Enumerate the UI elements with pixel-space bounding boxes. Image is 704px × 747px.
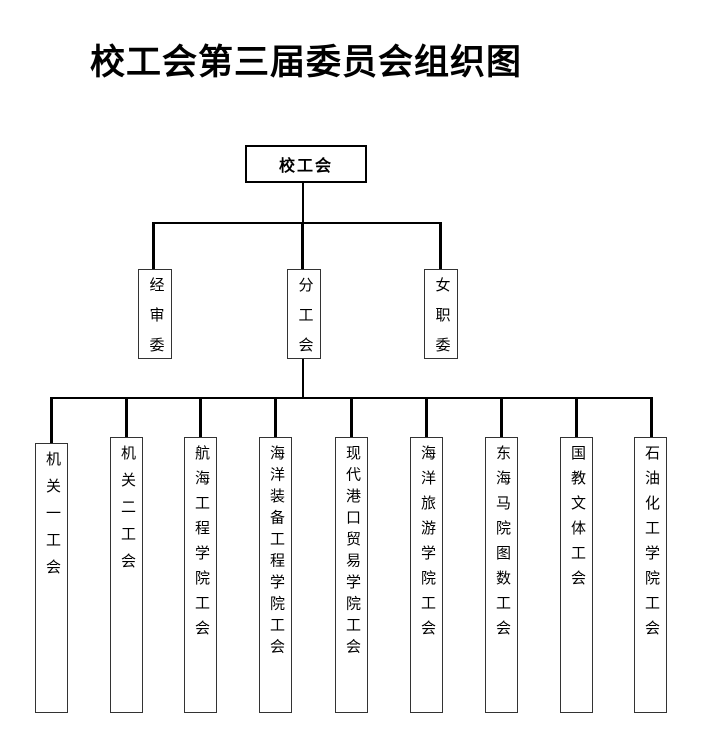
union-box-intl-edu-culture-sports-label: 国教文体工会 — [569, 445, 585, 595]
connector-drop-union-8 — [575, 397, 578, 437]
union-box-marine-tourism-college-label: 海洋旅游学院工会 — [419, 445, 435, 645]
connector-drop-audit — [152, 222, 155, 269]
union-box-intl-edu-culture-sports: 国教文体工会 — [560, 437, 593, 713]
union-box-petrochemical-college: 石油化工学院工会 — [634, 437, 667, 713]
union-box-petrochemical-college-label: 石油化工学院工会 — [643, 445, 659, 645]
union-box-modern-port-trade-college-label: 现代港口贸易学院工会 — [344, 445, 360, 660]
union-box-marine-equipment-engineering-college-label: 海洋装备工程学院工会 — [268, 445, 284, 660]
root-box-school-union: 校工会 — [245, 145, 367, 183]
root-box-label: 校工会 — [278, 158, 333, 175]
connector-drop-union-4 — [274, 397, 277, 437]
union-box-office-2-label: 机关二工会 — [119, 445, 135, 580]
connector-drop-women — [439, 222, 442, 269]
committee-box-women-staff-label: 女职委 — [433, 277, 450, 367]
union-box-donghai-marx-library-data-label: 东海马院图数工会 — [494, 445, 510, 645]
connector-drop-union-9 — [650, 397, 653, 437]
union-box-marine-equipment-engineering-college: 海洋装备工程学院工会 — [259, 437, 292, 713]
union-box-modern-port-trade-college: 现代港口贸易学院工会 — [335, 437, 368, 713]
connector-root-stub — [302, 183, 304, 223]
connector-drop-union-7 — [500, 397, 503, 437]
connector-drop-union-5 — [350, 397, 353, 437]
union-box-marine-tourism-college: 海洋旅游学院工会 — [410, 437, 443, 713]
connector-drop-branch — [301, 222, 304, 269]
union-box-donghai-marx-library-data: 东海马院图数工会 — [485, 437, 518, 713]
connector-drop-union-3 — [199, 397, 202, 437]
committee-box-audit-label: 经审委 — [147, 277, 164, 367]
union-box-office-1: 机关一工会 — [35, 443, 68, 713]
union-box-navigation-engineering-college: 航海工程学院工会 — [184, 437, 217, 713]
committee-box-branch-unions: 分工会 — [287, 269, 321, 367]
committee-box-women-staff: 女职委 — [424, 269, 458, 367]
committee-box-branch-unions-label: 分工会 — [296, 277, 313, 367]
committee-box-audit: 经审委 — [138, 269, 172, 367]
union-box-navigation-engineering-college-label: 航海工程学院工会 — [193, 445, 209, 645]
connector-drop-union-1 — [50, 397, 53, 443]
union-box-office-1-label: 机关一工会 — [44, 451, 60, 586]
connector-branch-stub — [302, 359, 304, 398]
connector-drop-union-2 — [125, 397, 128, 437]
chart-title: 校工会第三届委员会组织图 — [90, 43, 523, 82]
connector-level2-rail — [152, 222, 442, 224]
union-box-office-2: 机关二工会 — [110, 437, 143, 713]
connector-drop-union-6 — [425, 397, 428, 437]
